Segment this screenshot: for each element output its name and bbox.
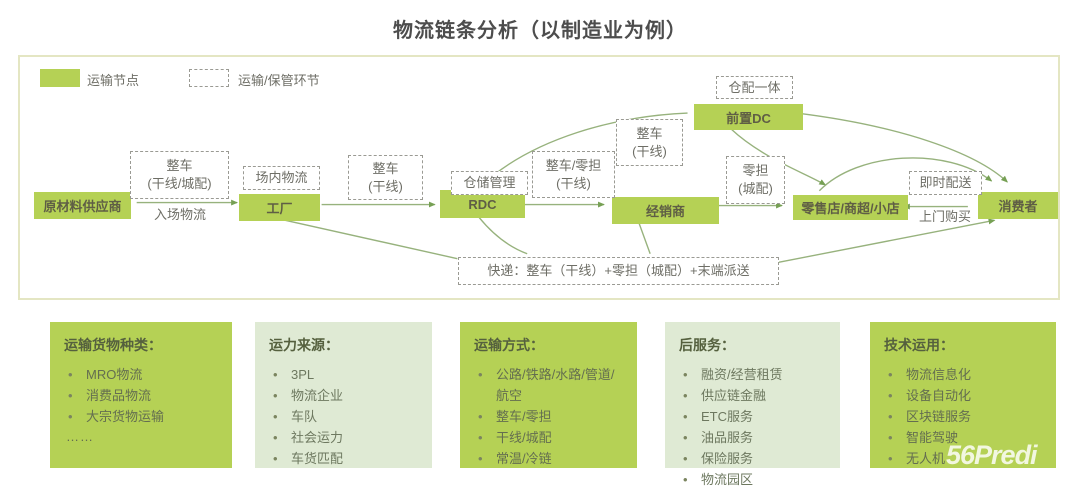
flow-connectors <box>136 112 1008 265</box>
node-distributor: 经销商 <box>612 197 719 224</box>
info-box-footer: …… <box>66 429 94 444</box>
info-box-title: 运输货物种类： <box>64 337 162 353</box>
info-box-list: 3PL物流企业车队社会运力车货匹配 <box>269 364 420 469</box>
list-item: 融资/经营租赁 <box>679 364 828 385</box>
info-box-title: 技术运用： <box>884 337 954 353</box>
process-label-line: 整车 <box>166 158 193 173</box>
process-label-line: 仓配一体 <box>728 79 781 95</box>
list-item: MRO物流 <box>64 364 220 385</box>
legend-process-label: 运输/保管环节 <box>238 73 320 88</box>
list-item: 设备自动化 <box>884 385 1044 406</box>
legend-node-swatch <box>40 69 80 87</box>
process-label-line: 整车 <box>372 160 399 176</box>
info-box-after-services: 后服务： 融资/经营租赁供应链金融ETC服务油品服务保险服务物流园区 <box>665 322 840 490</box>
line-rdc-to-express <box>478 216 528 255</box>
process-label-line: (城配) <box>738 181 773 196</box>
list-item: 供应链金融 <box>679 385 828 406</box>
list-item: 大宗货物运输 <box>64 406 220 427</box>
process-label-line: 场内物流 <box>255 170 308 185</box>
process-ltl-city: 零担 (城配) <box>726 156 785 204</box>
list-item: 消费品物流 <box>64 385 220 406</box>
list-item: 常温/冷链 <box>474 448 625 469</box>
list-item: ETC服务 <box>679 406 828 427</box>
process-label-line: (干线) <box>368 178 403 194</box>
label-walkin-purchase: 上门购买 <box>918 209 971 224</box>
process-instant-delivery: 即时配送 <box>909 171 982 195</box>
process-truckload-trunk: 整车 (干线) <box>348 155 423 200</box>
process-label-line: 整车 <box>636 125 663 141</box>
logistics-chain-diagram: 运输节点 运输/保管环节 原材料供应商 工厂 RDC 经销商 前置DC 零售店/… <box>18 55 1060 300</box>
list-item: 保险服务 <box>679 448 828 469</box>
process-label-line: (干线) <box>632 143 667 159</box>
curve-retail-to-consumer-instant <box>818 157 993 192</box>
info-box-technology: 技术运用： 物流信息化设备自动化区块链服务智能驾驶无人机 <box>870 322 1056 469</box>
node-retail-store: 零售店/商超/小店 <box>793 195 908 220</box>
list-item: 社会运力 <box>269 427 420 448</box>
page-title: 物流链条分析（以制造业为例） <box>393 20 687 42</box>
process-label-line: 整车/零担 <box>545 157 602 173</box>
node-consumer: 消费者 <box>978 192 1058 219</box>
list-item: 干线/城配 <box>474 427 625 448</box>
process-onsite-logistics: 场内物流 <box>243 166 320 190</box>
list-item: 车队 <box>269 406 420 427</box>
info-box-list: 物流信息化设备自动化区块链服务智能驾驶无人机 <box>884 364 1044 469</box>
node-front-dc: 前置DC <box>694 104 803 130</box>
curve-rdc-to-frontdc <box>480 112 688 187</box>
list-item: 3PL <box>269 364 420 385</box>
list-item: 智能驾驶 <box>884 427 1044 448</box>
process-label-line: 零担 <box>742 163 769 178</box>
line-express-to-consumer <box>771 218 996 265</box>
legend-process-swatch <box>189 69 229 87</box>
process-label-line: (干线) <box>556 175 591 191</box>
list-item: 物流企业 <box>269 385 420 406</box>
node-factory: 工厂 <box>239 194 320 221</box>
info-box-list: 融资/经营租赁供应链金融ETC服务油品服务保险服务物流园区 <box>679 364 828 490</box>
list-item: 物流信息化 <box>884 364 1044 385</box>
process-truckload-trunk-2: 整车 (干线) <box>616 119 683 166</box>
list-item: 公路/铁路/水路/管道/航空 <box>474 364 625 406</box>
process-label-line: 仓储管理 <box>463 175 516 190</box>
process-warehouse-management: 仓储管理 <box>451 171 528 195</box>
info-box-title: 运力来源： <box>269 337 339 353</box>
label-inbound-logistics: 入场物流 <box>153 207 206 222</box>
info-box-capacity-sources: 运力来源： 3PL物流企业车队社会运力车货匹配 <box>255 322 432 469</box>
list-item: 整车/零担 <box>474 406 625 427</box>
list-item: 无人机 <box>884 448 1044 469</box>
process-truckload-trunk-city: 整车 (干线/城配) <box>130 151 229 199</box>
process-label-line: (干线/城配) <box>147 176 212 191</box>
info-box-title: 运输方式： <box>474 337 544 353</box>
list-item: 油品服务 <box>679 427 828 448</box>
process-express-chain: 快递：整车（干线）+零担（城配）+末端派送 <box>458 257 779 285</box>
info-box-list: 公路/铁路/水路/管道/航空整车/零担干线/城配常温/冷链 <box>474 364 625 469</box>
process-label-line: 即时配送 <box>919 175 972 190</box>
info-box-title: 后服务： <box>679 337 735 353</box>
info-box-transport-modes: 运输方式： 公路/铁路/水路/管道/航空整车/零担干线/城配常温/冷链 <box>460 322 637 469</box>
process-ftl-ltl-trunk: 整车/零担 (干线) <box>532 151 615 198</box>
list-item: 车货匹配 <box>269 448 420 469</box>
info-box-cargo-types: 运输货物种类： MRO物流消费品物流大宗货物运输 …… <box>50 322 232 468</box>
process-label-line: 快递：整车（干线）+零担（城配）+末端派送 <box>487 263 750 278</box>
legend-node-label: 运输节点 <box>87 73 140 88</box>
list-item: 区块链服务 <box>884 406 1044 427</box>
list-item: 物流园区 <box>679 469 828 490</box>
process-warehouse-delivery-integrated: 仓配一体 <box>716 76 793 99</box>
line-distributor-to-express <box>637 221 651 254</box>
info-box-list: MRO物流消费品物流大宗货物运输 <box>64 364 220 427</box>
curve-frontdc-to-consumer <box>796 112 1008 183</box>
node-raw-material-supplier: 原材料供应商 <box>34 192 131 219</box>
line-factory-to-express <box>276 217 458 260</box>
